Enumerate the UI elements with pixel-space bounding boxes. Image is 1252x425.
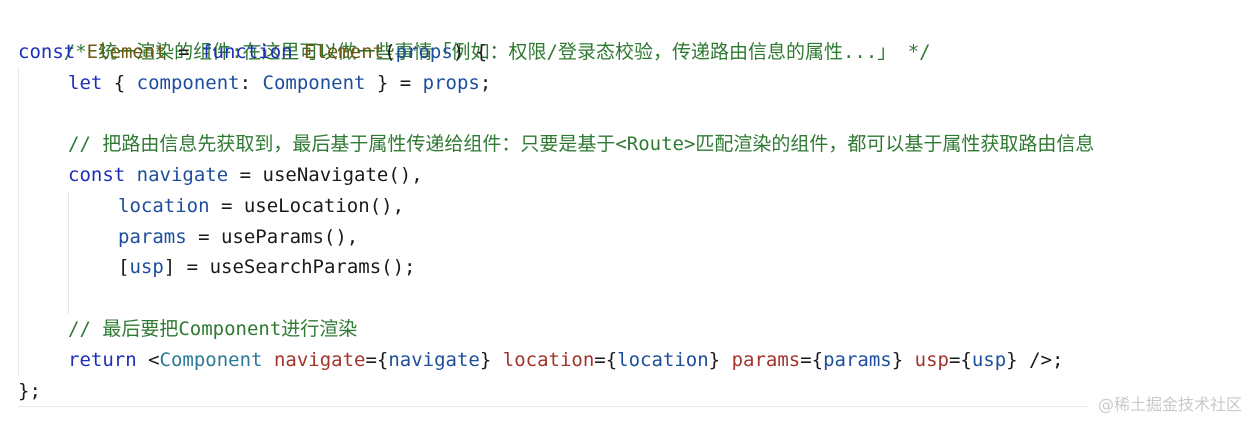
operator-assign: =	[209, 194, 244, 217]
identifier-usp: usp	[129, 256, 164, 279]
jsx-attr-usp: usp	[914, 348, 949, 371]
code-line-5: // 把路由信息先获取到，最后基于属性传递给组件：只要是基于<Route>匹配渲…	[18, 129, 1238, 160]
source-props: props	[422, 71, 480, 94]
indent-guide	[18, 221, 19, 253]
keyword-function: function	[201, 40, 293, 63]
indent-guide	[18, 344, 19, 376]
jsx-value-usp: usp	[971, 348, 1007, 371]
bracket-close: ]	[163, 256, 176, 279]
comment-text: // 把路由信息先获取到，最后基于属性传递给组件：只要是基于<Route>匹配渲…	[68, 133, 1095, 156]
semicolon: ;	[479, 71, 492, 94]
jsx-value-navigate: navigate	[388, 348, 480, 371]
destructure-alias: Component	[262, 71, 366, 94]
param-props: props	[395, 40, 453, 63]
indent-guide	[68, 252, 69, 284]
indent-guide	[68, 283, 69, 314]
indent-guide	[68, 190, 69, 222]
code-line-12: return <Component navigate={navigate} lo…	[18, 344, 1238, 376]
paren-open: (	[384, 40, 396, 63]
call-usesearchparams: useSearchParams	[209, 256, 382, 279]
call-tail: (),	[369, 194, 405, 217]
call-tail: (),	[388, 163, 423, 186]
jsx-self-close: />;	[1017, 348, 1064, 371]
indent-guide	[18, 313, 19, 345]
call-uselocation: useLocation	[243, 194, 370, 217]
jsx-attr-params: params	[731, 348, 801, 371]
code-line-9: [usp] = useSearchParams();	[18, 252, 1238, 284]
brace-open: {	[102, 71, 137, 94]
closing-brace: };	[18, 379, 41, 402]
watermark: @稀土掘金技术社区	[1097, 395, 1242, 414]
identifier-params: params	[118, 225, 187, 248]
operator-assign: =	[186, 225, 221, 248]
indent-guide	[18, 98, 19, 130]
indent-guide	[18, 252, 19, 284]
operator-assign: =	[228, 163, 263, 186]
jsx-tag-component: Component	[159, 348, 263, 371]
bracket-open: [	[118, 256, 130, 279]
code-line-13: };	[18, 376, 1238, 407]
jsx-value-location: location	[617, 348, 709, 371]
jsx-attr-location: location	[502, 348, 595, 371]
identifier-location: location	[118, 194, 210, 217]
code-line-1: /* 统一渲染的组件:在这里可以做一些事情「例如：权限/登录态校验，传递路由信息…	[18, 6, 1238, 63]
code-line-4	[18, 98, 1238, 130]
operator-assign: =	[175, 256, 210, 279]
code-line-11: // 最后要把Component进行渲染	[18, 313, 1238, 345]
keyword-const: const	[18, 40, 76, 63]
code-line-7: location = useLocation(),	[18, 190, 1238, 222]
indent-guide	[18, 283, 19, 314]
call-tail: (),	[323, 225, 359, 248]
code-line-6: const navigate = useNavigate(),	[18, 159, 1238, 191]
indent-guide	[18, 190, 19, 222]
brace-close: } =	[365, 71, 423, 94]
code-line-8: params = useParams(),	[18, 221, 1238, 253]
keyword-return: return	[68, 348, 137, 371]
bottom-divider	[18, 406, 1088, 407]
identifier-element: Element	[86, 40, 167, 63]
comment-text: /* 统一渲染的组件:在这里可以做一些事情「例如：权限/登录态校验，传递路由信息…	[63, 40, 931, 63]
code-editor[interactable]: /* 统一渲染的组件:在这里可以做一些事情「例如：权限/登录态校验，传递路由信息…	[18, 6, 1238, 406]
keyword-const: const	[68, 163, 126, 186]
code-line-2: const Element = function Element(props) …	[18, 37, 1238, 68]
colon: :	[239, 71, 263, 94]
jsx-value-params: params	[823, 348, 892, 371]
jsx-attr-navigate: navigate	[273, 348, 366, 371]
code-line-10	[18, 283, 1238, 314]
comment-text: // 最后要把Component进行渲染	[68, 317, 358, 340]
call-tail: ();	[381, 256, 416, 279]
destructure-key: component	[136, 71, 240, 94]
call-usenavigate: useNavigate	[262, 163, 389, 186]
call-useparams: useParams	[220, 225, 324, 248]
function-name: Element	[304, 40, 385, 63]
indent-guide	[18, 129, 19, 160]
paren-close-brace: ) {	[452, 40, 488, 63]
operator-assign: =	[166, 40, 202, 63]
jsx-open-bracket: <	[136, 348, 160, 371]
indent-guide	[18, 159, 19, 191]
indent-guide	[68, 221, 69, 253]
identifier-navigate: navigate	[136, 163, 229, 186]
keyword-let: let	[68, 71, 103, 94]
code-line-3: let { component: Component } = props;	[18, 67, 1238, 99]
indent-guide	[18, 67, 19, 99]
